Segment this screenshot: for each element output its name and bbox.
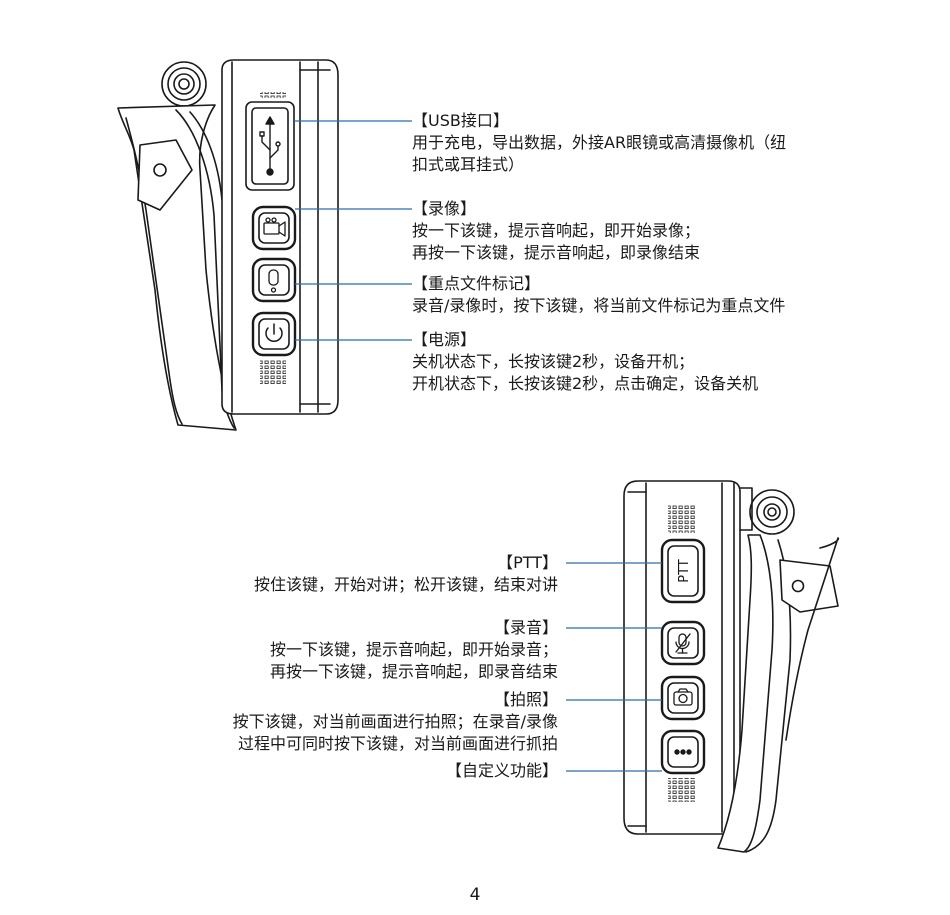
usb-line-1: 用于充电，导出数据，外接AR眼镜或高清摄像机（纽 (412, 133, 787, 152)
bottom-clip-knob (749, 489, 795, 535)
bottom-custom-key (660, 729, 706, 775)
custom-title: 【自定义功能】 (445, 761, 558, 780)
bottom-device-drawing (623, 480, 840, 853)
top-mark-key (251, 257, 297, 303)
bottom-leader-lines (566, 562, 662, 772)
photo-line-2: 过程中可同时按下该键，对当前画面进行抓拍 (237, 734, 558, 753)
record-audio-line-2: 再按一下该键，提示音响起，即录音结束 (269, 662, 558, 681)
power-annotation: 【电源】 关机状态下，长按该键2秒，设备开机； 开机状态下，长按该键2秒，点击确… (412, 329, 758, 395)
ptt-key-label: PTT (677, 559, 692, 583)
power-line-1: 关机状态下，长按该键2秒，设备开机； (412, 352, 695, 371)
usb-annotation: 【USB接口】 用于充电，导出数据，外接AR眼镜或高清摄像机（纽 扣式或耳挂式） (412, 110, 786, 176)
top-video-key (251, 205, 297, 251)
top-usb-cover (245, 101, 295, 191)
record-audio-title: 【录音】 (493, 618, 558, 637)
ptt-title: 【PTT】 (497, 553, 558, 572)
exclamation-icon (268, 269, 279, 293)
bottom-camera-key (660, 675, 706, 721)
bottom-mic-key (660, 620, 706, 666)
bottom-clip-hinge (779, 559, 839, 613)
photo-annotation: 【拍照】 按下该键，对当前画面进行拍照；在录音/录像 过程中可同时按下该键，对当… (233, 689, 558, 755)
power-title: 【电源】 (412, 330, 477, 349)
ptt-line-1: 按住该键，开始对讲；松开该键，结束对讲 (253, 575, 558, 594)
record-video-annotation: 【录像】 按一下该键，提示音响起，即开始录像； 再按一下该键，提示音响起，即录像… (412, 198, 700, 264)
power-icon (265, 323, 283, 343)
record-audio-line-1: 按一下该键，提示音响起，即开始录音； (269, 640, 558, 659)
record-video-title: 【录像】 (412, 199, 477, 218)
ellipsis-icon (674, 749, 692, 755)
camera-icon (673, 688, 693, 706)
microphone-icon (675, 633, 691, 654)
usb-icon (259, 116, 281, 176)
top-leader-lines (294, 120, 412, 341)
record-video-line-2: 再按一下该键，提示音响起，即录像结束 (412, 243, 701, 262)
custom-annotation: 【自定义功能】 (446, 760, 558, 782)
page-number: 4 (469, 885, 481, 905)
top-clip-hinge (137, 139, 193, 211)
record-audio-annotation: 【录音】 按一下该键，提示音响起，即开始录音； 再按一下该键，提示音响起，即录音… (270, 617, 558, 683)
usb-line-2: 扣式或耳挂式） (412, 155, 525, 174)
usb-title: 【USB接口】 (412, 111, 509, 130)
top-clip-knob (161, 61, 207, 107)
power-line-2: 开机状态下，长按该键2秒，点击确定，设备关机 (412, 374, 759, 393)
ptt-annotation: 【PTT】 按住该键，开始对讲；松开该键，结束对讲 (254, 552, 558, 596)
bottom-ptt-key (660, 538, 706, 604)
mark-file-line-1: 录音/录像时，按下该键，将当前文件标记为重点文件 (412, 296, 786, 315)
bottom-clip-outer-arm (717, 534, 774, 853)
photo-title: 【拍照】 (493, 690, 558, 709)
video-camera-icon (263, 217, 286, 237)
mark-file-annotation: 【重点文件标记】 录音/录像时，按下该键，将当前文件标记为重点文件 (412, 273, 785, 317)
top-power-key (251, 311, 297, 357)
top-device-drawing (117, 59, 339, 431)
mark-file-title: 【重点文件标记】 (412, 274, 541, 293)
photo-line-1: 按下该键，对当前画面进行拍照；在录音/录像 (232, 712, 558, 731)
record-video-line-1: 按一下该键，提示音响起，即开始录像； (412, 221, 701, 240)
